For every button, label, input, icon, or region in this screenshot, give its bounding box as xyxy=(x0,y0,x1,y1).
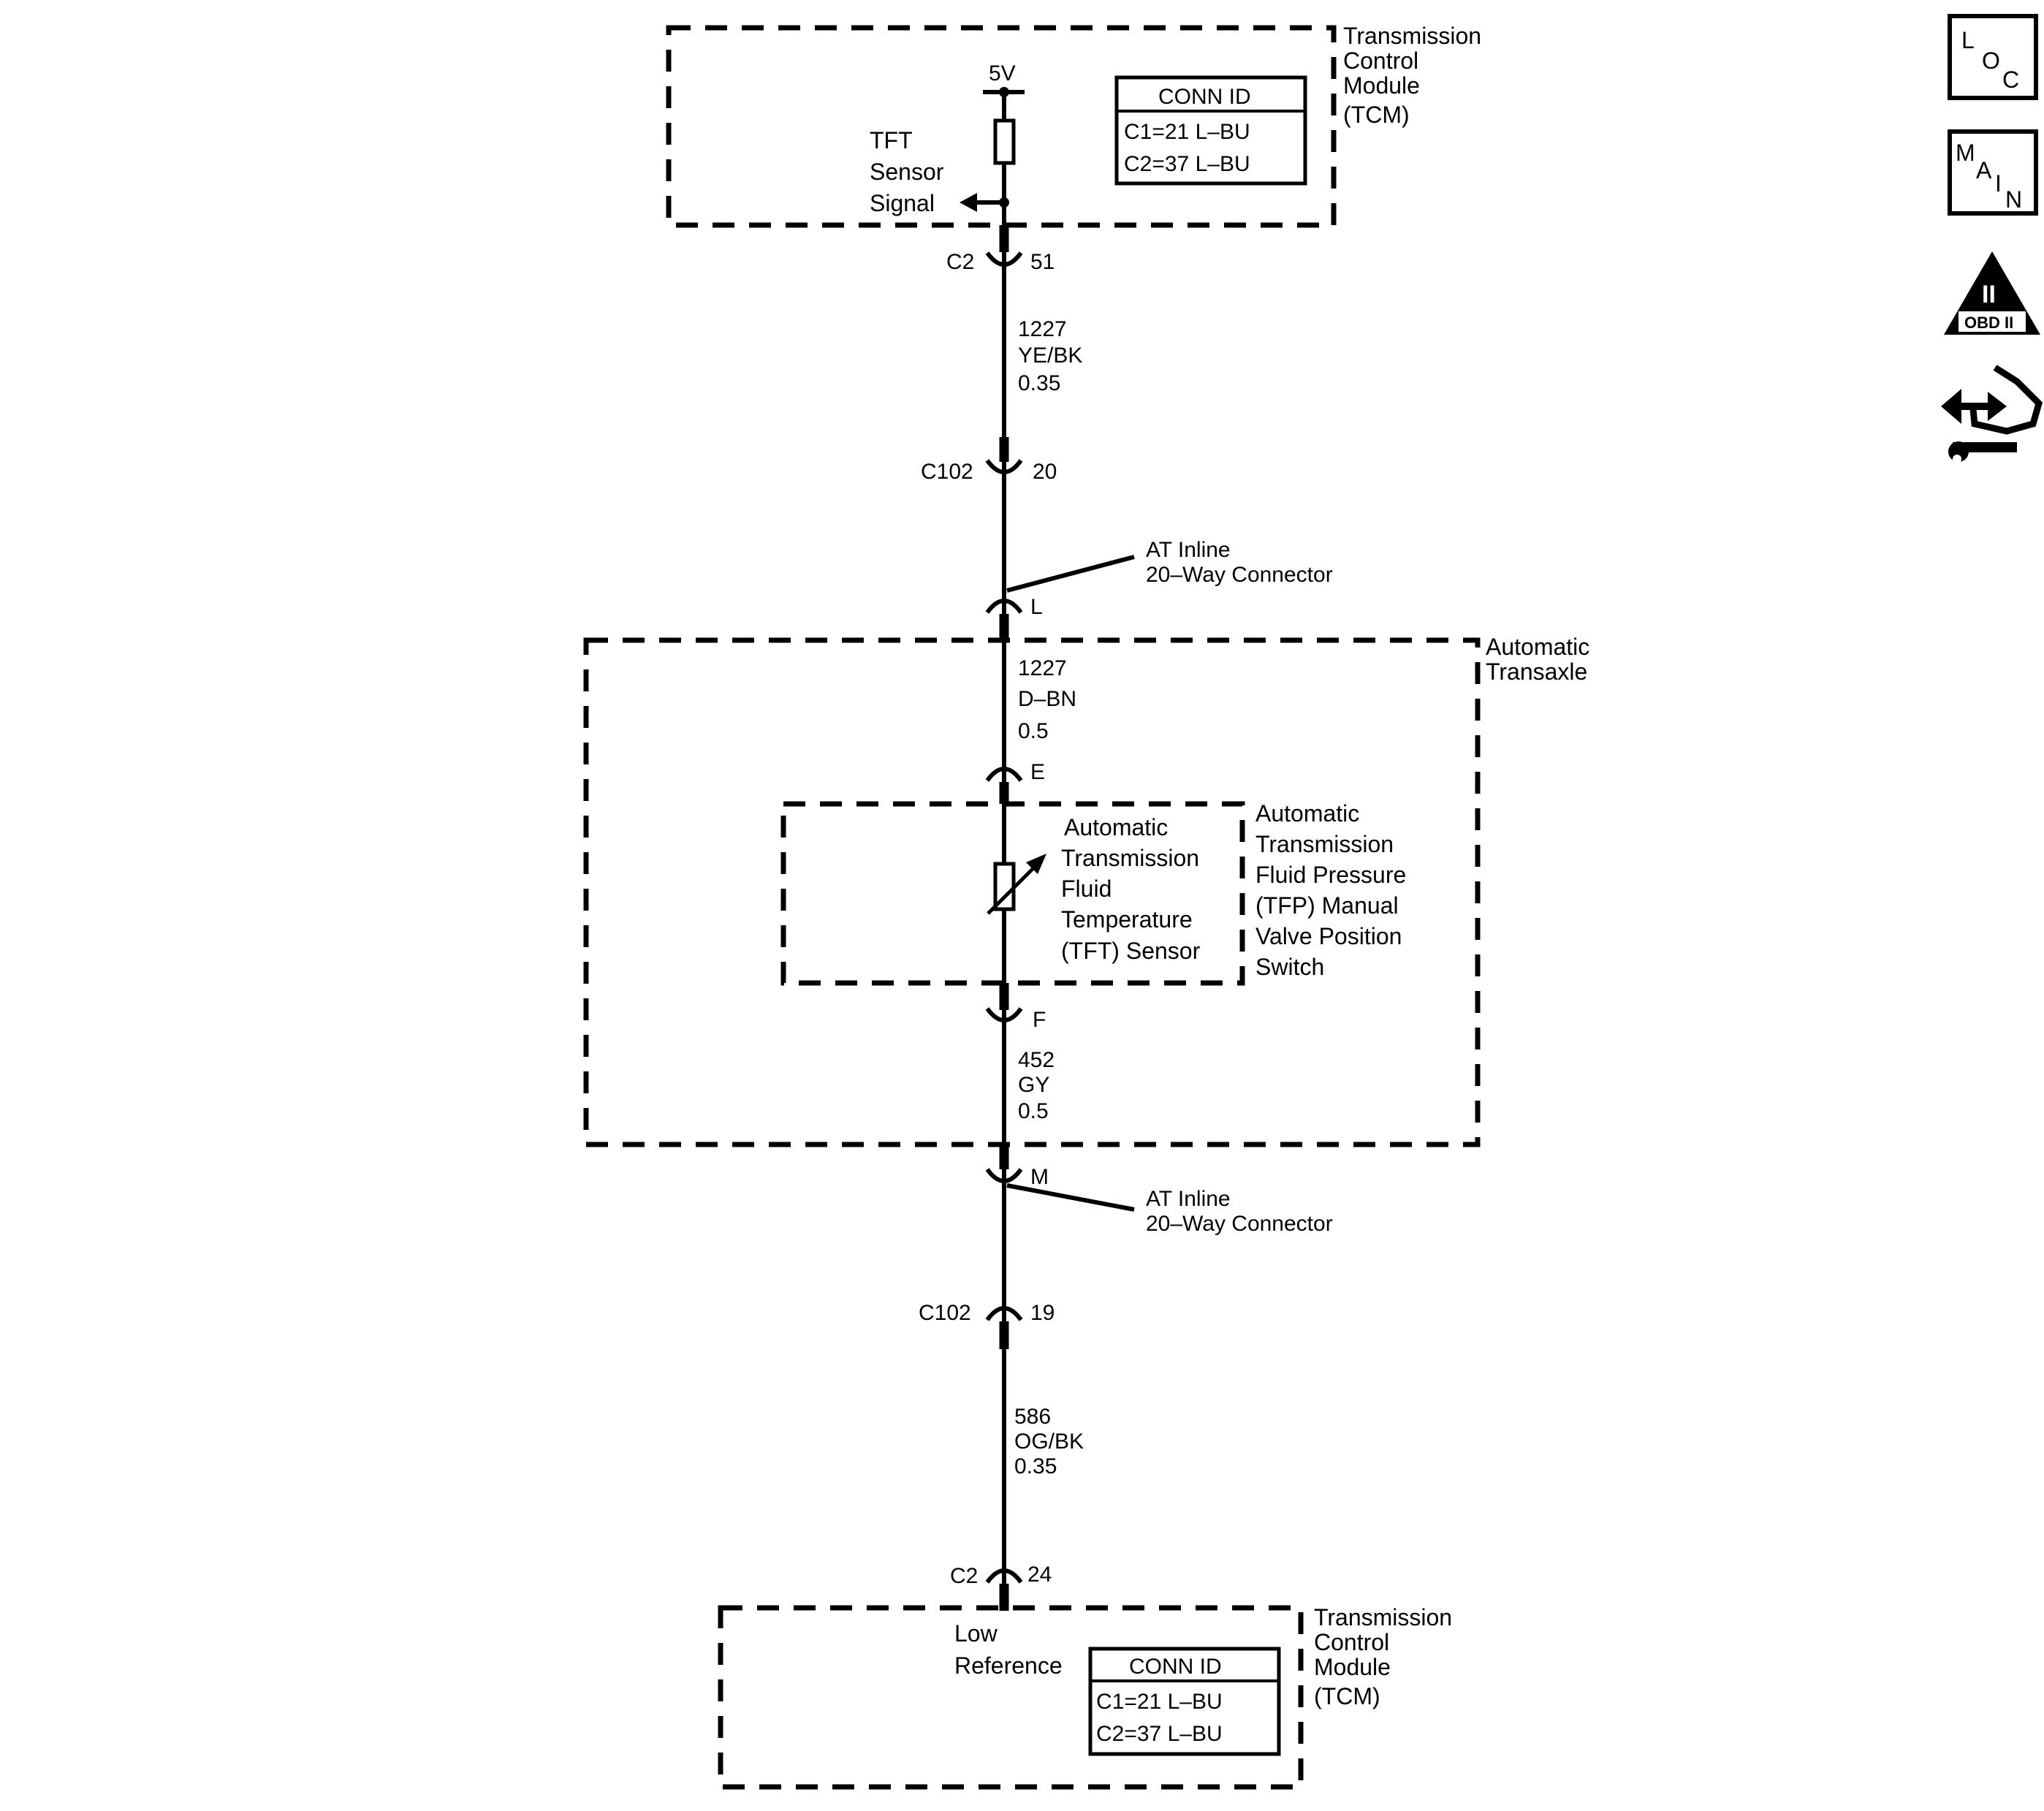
tcm-top-label: Transmission Control Module (TCM) xyxy=(1343,23,1488,128)
connector-c2-51: C2 51 xyxy=(946,225,1055,274)
svg-text:N: N xyxy=(2005,186,2022,213)
main-icon[interactable]: M A I N xyxy=(1948,129,2038,216)
connector-pin-e: E xyxy=(985,760,1045,804)
svg-text:M: M xyxy=(1956,140,1975,166)
connector-inline-l: AT Inline 20–Way Connector L xyxy=(985,538,1333,642)
inline-connector-label: AT Inline 20–Way Connector xyxy=(1146,1187,1333,1236)
svg-text:L: L xyxy=(1961,27,1975,53)
tcm-top-module: Transmission Control Module (TCM) 5V TFT… xyxy=(666,23,1488,228)
connector-pin: 51 xyxy=(1030,250,1055,274)
wire-label-1227-ye-bk: 1227 YE/BK 0.35 xyxy=(1018,317,1089,395)
svg-text:I: I xyxy=(1995,170,2002,197)
connector-name: C2 xyxy=(950,1564,978,1588)
loc-icon[interactable]: L O C xyxy=(1948,14,2038,100)
obd-ii-icon[interactable]: II OBD II xyxy=(1944,251,2040,335)
low-reference-label: Low Reference xyxy=(954,1620,1063,1679)
conn-id-row: C1=21 L–BU xyxy=(1124,120,1250,144)
conn-id-table-bottom: CONN ID C1=21 L–BU C2=37 L–BU xyxy=(1088,1647,1281,1756)
pullup-resistor xyxy=(993,118,1016,165)
transaxle-label: Automatic Transaxle xyxy=(1486,634,1596,685)
conn-id-row: C1=21 L–BU xyxy=(1096,1690,1223,1714)
tcm-bottom-module: Transmission Control Module (TCM) Low Re… xyxy=(718,1604,1459,1790)
connector-pin: 20 xyxy=(1033,460,1057,484)
connector-c102-20: C102 20 xyxy=(921,437,1057,484)
connector-c102-19: C102 19 xyxy=(919,1301,1055,1349)
connector-name: C2 xyxy=(946,250,974,274)
tft-signal-label: TFT Sensor Signal xyxy=(870,127,950,216)
connector-c2-24: C2 24 xyxy=(950,1563,1052,1611)
automatic-transaxle: Automatic Transaxle 1227 D–BN 0.5 E Auto… xyxy=(583,634,1596,1147)
connector-pin: F xyxy=(1033,1008,1046,1032)
tft-sensor-thermistor-icon xyxy=(987,854,1046,915)
conn-id-header: CONN ID xyxy=(1129,1655,1222,1679)
tft-sensor-label: Automatic Transmission Fluid Temperature… xyxy=(1061,814,1206,964)
tcm-bottom-label: Transmission Control Module (TCM) xyxy=(1314,1604,1459,1709)
tfp-switch-label: Automatic Transmission Fluid Pressure (T… xyxy=(1255,800,1413,980)
wire-label-1227-d-bn: 1227 D–BN 0.5 xyxy=(1018,656,1082,743)
connector-pin: M xyxy=(1030,1165,1049,1189)
connector-name: C102 xyxy=(919,1301,971,1325)
tcm-bottom-boundary xyxy=(718,1605,1304,1790)
conn-id-header: CONN ID xyxy=(1158,85,1251,109)
conn-id-row: C2=37 L–BU xyxy=(1096,1722,1223,1746)
connector-inline-m: M AT Inline 20–Way Connector xyxy=(985,1144,1333,1236)
connector-pin: L xyxy=(1030,595,1043,619)
svg-text:OBD II: OBD II xyxy=(1964,314,2013,332)
hand-wrench-icon[interactable] xyxy=(1941,365,2043,463)
connector-name: C102 xyxy=(921,460,973,484)
connector-pin: 19 xyxy=(1030,1301,1055,1325)
inline-connector-label: AT Inline 20–Way Connector xyxy=(1146,538,1333,587)
connector-pin: E xyxy=(1030,760,1045,784)
svg-text:A: A xyxy=(1976,157,1992,183)
tfp-switch-boundary xyxy=(780,801,1245,986)
supply-voltage-label: 5V xyxy=(989,61,1016,86)
tcm-top-boundary xyxy=(666,25,1337,228)
wire-label-452-gy: 452 GY 0.5 xyxy=(1018,1048,1060,1123)
conn-id-table-top: CONN ID C1=21 L–BU C2=37 L–BU xyxy=(1114,75,1307,186)
conn-id-row: C2=37 L–BU xyxy=(1124,152,1250,176)
connector-pin: 24 xyxy=(1027,1563,1052,1587)
svg-text:II: II xyxy=(1982,281,1996,308)
signal-arrow-icon xyxy=(960,193,977,212)
connector-pin-f: F xyxy=(985,983,1046,1032)
wire-label-586-og-bk: 586 OG/BK 0.35 xyxy=(1014,1405,1090,1478)
svg-text:C: C xyxy=(2002,67,2019,93)
svg-text:O: O xyxy=(1982,48,2000,74)
transaxle-boundary xyxy=(583,637,1481,1147)
